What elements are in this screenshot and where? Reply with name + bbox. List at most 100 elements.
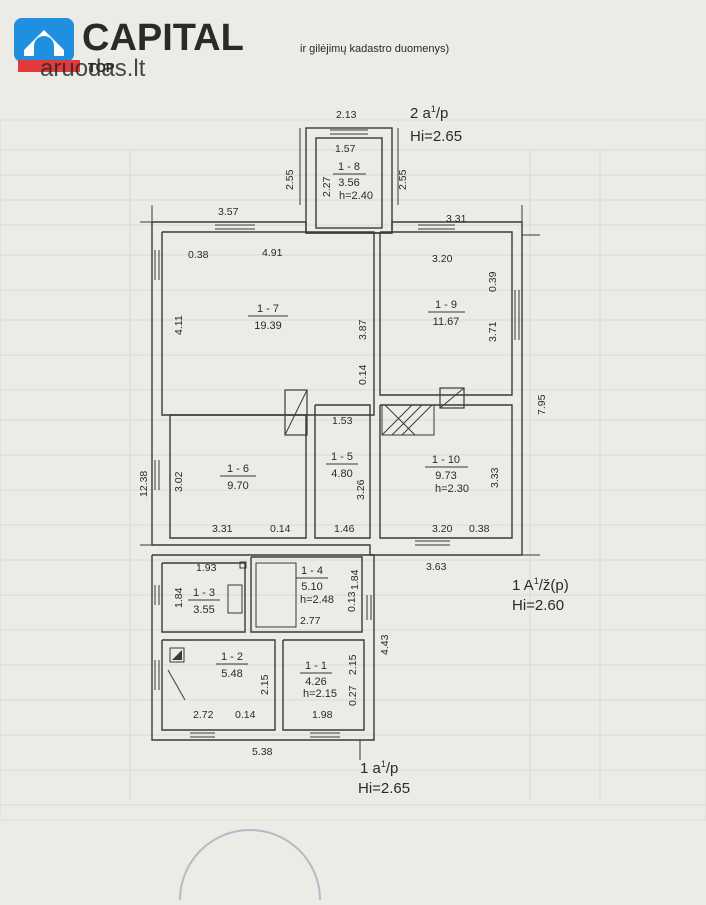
room-area: 5.10	[301, 581, 322, 593]
porch-inner-wall	[315, 137, 383, 229]
room-area: 4.80	[331, 468, 352, 480]
room-id: 1 - 2	[221, 651, 243, 663]
dimension: 4.43	[379, 634, 391, 655]
room-area: 11.67	[433, 316, 460, 328]
room-area: 4.26	[305, 676, 326, 688]
dimension: 2.15	[259, 674, 271, 695]
dimension: 3.57	[218, 206, 239, 218]
dimension: 4.91	[262, 247, 283, 259]
logo-brand: CAPITAL	[82, 17, 244, 59]
room-area: 9.70	[227, 480, 248, 492]
room-id: 1 - 9	[435, 299, 457, 311]
stamp-arc	[179, 829, 321, 901]
room-id: 1 - 6	[227, 463, 249, 475]
room-id: 1 - 8	[338, 161, 360, 173]
dimension: 0.14	[357, 364, 369, 385]
room-id: 1 - 4	[301, 565, 323, 577]
stove-diagonal	[284, 389, 308, 436]
logo-badge: TOP	[88, 60, 115, 75]
dimension: 1.98	[312, 709, 333, 721]
room-1-3-wall	[161, 562, 246, 633]
dimension: 0.13	[346, 591, 358, 612]
room-id: 1 - 5	[331, 451, 353, 463]
room-height: h=2.48	[300, 594, 334, 606]
dimension: 0.38	[188, 249, 209, 261]
logo-watermark: aruodas.lt	[40, 55, 146, 82]
house-door-icon	[34, 36, 54, 56]
room-1-2-stove-mark	[172, 650, 182, 660]
main-height: Hi=2.60	[512, 597, 564, 614]
room-1-4-inner-frame	[255, 562, 297, 628]
dimension-labels: 2.13 1.57 2.55 2.27 2.55 3.57 3.31 0.38 …	[138, 109, 548, 758]
chimney-fixture	[439, 387, 465, 409]
dimension: 1.53	[332, 415, 353, 427]
windows	[154, 129, 520, 738]
chimney-diagonal	[439, 387, 465, 409]
hatched-stove	[381, 404, 435, 436]
annex-outer-wall	[151, 554, 375, 741]
room-1-9-wall	[379, 231, 513, 396]
room-1-3-fixture	[227, 584, 243, 614]
room-1-10-wall	[379, 404, 513, 539]
room-height: h=2.40	[339, 190, 373, 202]
room-id: 1 - 10	[432, 454, 460, 466]
room-1-2-diagonal	[167, 669, 186, 701]
room-1-6-wall	[169, 414, 307, 539]
attic-label: 2 a1/p	[410, 104, 448, 122]
dimension: 2.55	[284, 169, 296, 190]
room-1-5-wall	[314, 404, 371, 539]
capital-logo: CAPITAL TOP aruodas.lt	[14, 17, 244, 82]
dimension: 3.02	[173, 471, 185, 492]
room-height: h=2.15	[303, 688, 337, 700]
dimension: 12.38	[138, 471, 150, 497]
room-1-4-wall	[250, 556, 363, 633]
dimension: 0.39	[487, 271, 499, 292]
dimension: 1.93	[196, 562, 217, 574]
room-area: 5.48	[221, 668, 242, 680]
dimension: 4.11	[173, 315, 185, 335]
dimension: 0.27	[347, 685, 359, 706]
dimension: 3.31	[446, 213, 467, 225]
main-label: 1 A1/ž(p)	[512, 576, 569, 594]
main-outer-wall	[151, 221, 523, 556]
level-labels: 2 a1/p Hi=2.65 1 A1/ž(p) Hi=2.60 1 a1/p …	[358, 104, 569, 797]
dimension: 1.46	[334, 523, 355, 535]
annex-label: 1 a1/p	[360, 759, 398, 777]
attic-height: Hi=2.65	[410, 128, 462, 145]
dimension: 3.71	[487, 321, 499, 342]
dimension: 1.57	[335, 143, 356, 155]
dimension: 3.87	[357, 319, 369, 340]
room-1-1-wall	[282, 639, 365, 731]
dimension: 0.14	[235, 709, 256, 721]
room-id: 1 - 3	[193, 587, 215, 599]
room-labels: 1 - 8 3.56 h=2.40 1 - 7 19.39 1 - 9 11.6…	[188, 161, 469, 700]
dimension: 0.38	[469, 523, 490, 535]
dimension: 7.95	[536, 394, 548, 415]
dimension: 3.20	[432, 253, 453, 265]
room-1-7-wall	[161, 231, 375, 416]
stove-fixture	[284, 389, 308, 436]
dimension-lines	[140, 128, 540, 760]
room-1-2-stove	[169, 647, 185, 663]
background-table-grid	[0, 119, 706, 821]
room-id: 1 - 1	[305, 660, 327, 672]
dimension: 2.15	[347, 654, 359, 675]
room-area: 3.55	[193, 604, 214, 616]
dimension: 3.26	[355, 479, 367, 500]
room-height: h=2.30	[435, 483, 469, 495]
dimension: 2.55	[397, 169, 409, 190]
room-1-3-vent	[239, 561, 247, 569]
room-area: 19.39	[254, 320, 282, 332]
dimension: 5.38	[252, 746, 273, 758]
dimension: 2.72	[193, 709, 214, 721]
annex-height: Hi=2.65	[358, 780, 410, 797]
dimension: 1.84	[173, 587, 185, 608]
room-area: 9.73	[435, 470, 456, 482]
dimension: 3.63	[426, 561, 447, 573]
dimension: 2.77	[300, 615, 321, 627]
dimension: 2.13	[336, 109, 357, 121]
background-header-text: ir gilėjimų kadastro duomenys)	[300, 43, 449, 55]
dimension: 3.20	[432, 523, 453, 535]
